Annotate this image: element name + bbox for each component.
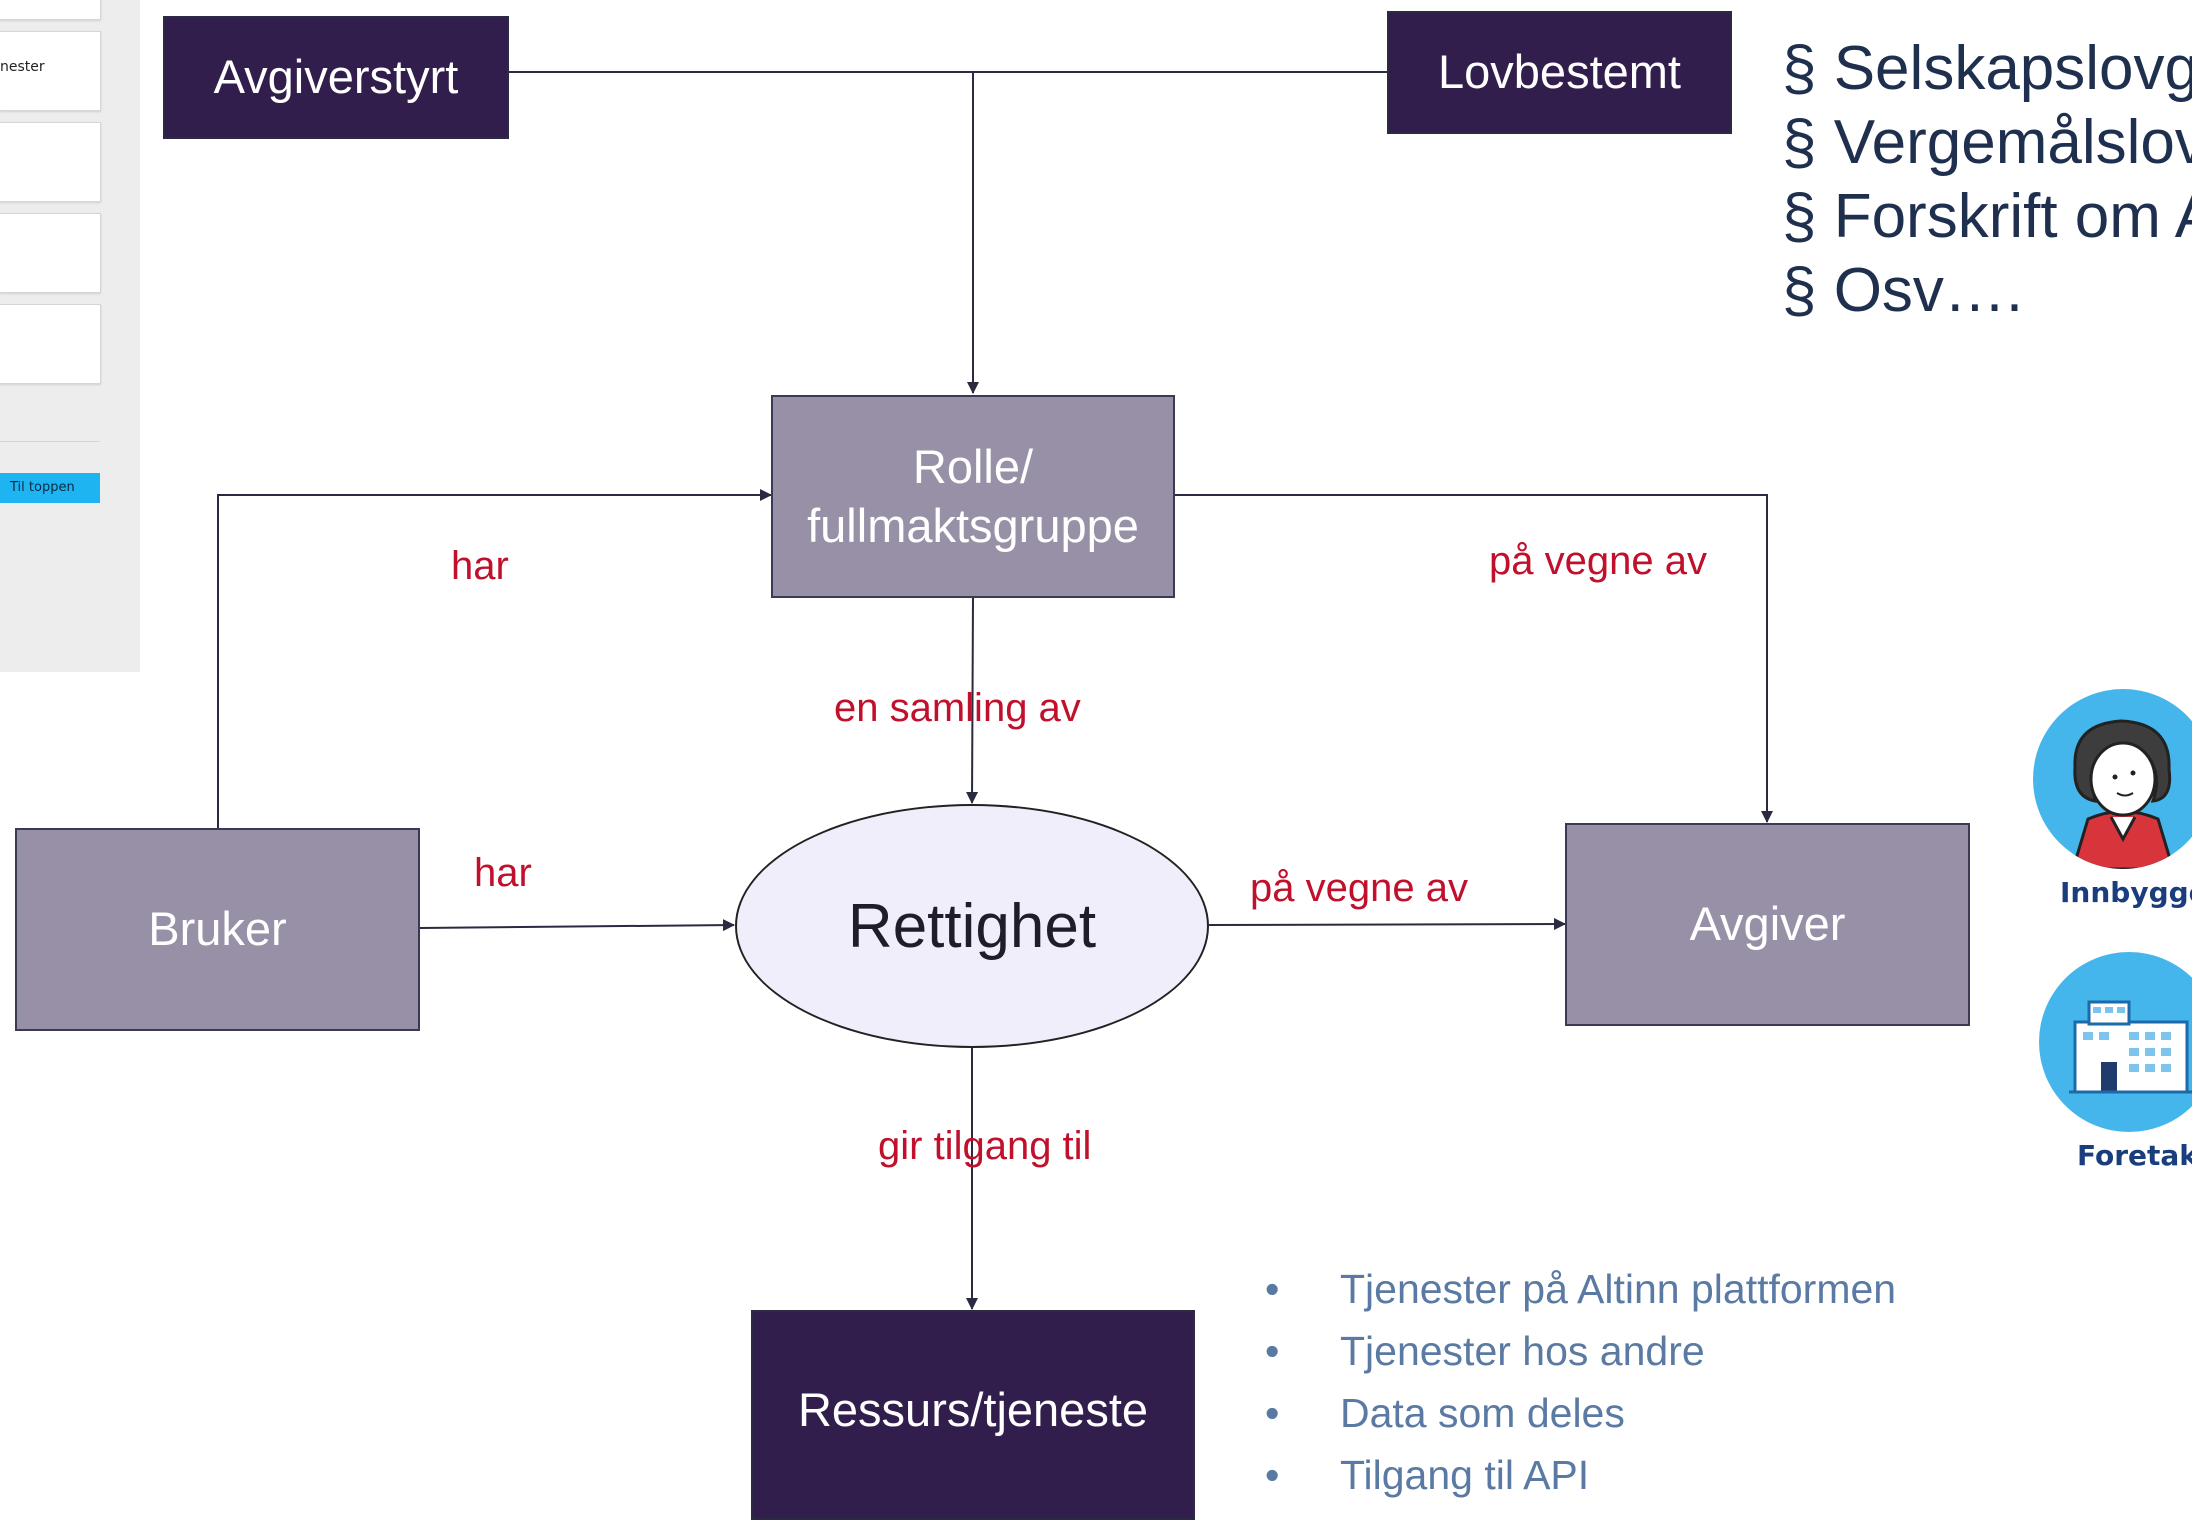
law-item: § Vergemålslov	[1782, 108, 2192, 177]
edge-label-rolle-avgiver: på vegne av	[1489, 539, 1707, 583]
sidebar-divider	[0, 441, 100, 442]
company-building-icon	[2039, 952, 2192, 1132]
citizen-label: Innbygge	[2060, 876, 2192, 909]
edge-label-rolle-rettighet: en samling av	[834, 686, 1081, 730]
avgiver-box: Avgiver	[1565, 823, 1970, 1026]
connector-bruker-rolle	[217, 489, 772, 828]
avgiver-label: Avgiver	[1689, 897, 1846, 951]
lovbestemt-box: Lovbestemt	[1387, 11, 1732, 134]
law-item: § Selskapslovg	[1782, 34, 2192, 103]
sidebar-card[interactable]	[0, 304, 101, 384]
law-list: § Selskapslovg § Vergemålslov § Forskrif…	[1782, 32, 2192, 328]
citizen-avatar-icon	[2033, 689, 2192, 869]
sidebar-panel: nester Til toppen	[0, 0, 140, 672]
sidebar-card[interactable]	[0, 0, 101, 20]
resource-list: Tjenester på Altinn plattformen Tjeneste…	[1265, 1258, 1896, 1506]
sidebar-card-label: nester	[0, 59, 45, 75]
rettighet-label: Rettighet	[847, 891, 1097, 961]
avgiverstyrt-label: Avgiverstyrt	[213, 50, 459, 104]
company-label: Foretak	[2077, 1139, 2192, 1172]
connector-rolle-avgiver	[1175, 494, 1773, 823]
edge-label-rettighet-ressurs: gir tilgang til	[878, 1124, 1092, 1168]
rolle-label: Rolle/ fullmaktsgruppe	[807, 439, 1139, 552]
law-item: § Osv….	[1782, 256, 2024, 325]
sidebar-card[interactable]	[0, 213, 101, 293]
ressurs-box: Ressurs/tjeneste	[751, 1310, 1195, 1520]
resource-item: Data som deles	[1265, 1382, 1896, 1444]
connector-rolle-rettighet	[966, 596, 979, 804]
to-top-button[interactable]: Til toppen	[0, 473, 100, 503]
resource-item: Tjenester hos andre	[1265, 1320, 1896, 1382]
bruker-label: Bruker	[148, 902, 287, 956]
lovbestemt-label: Lovbestemt	[1438, 45, 1681, 99]
law-item: § Forskrift om A	[1782, 182, 2192, 251]
rolle-box: Rolle/ fullmaktsgruppe	[771, 395, 1175, 598]
rettighet-ellipse: Rettighet	[735, 804, 1209, 1048]
bruker-box: Bruker	[15, 828, 420, 1031]
edge-label-bruker-rettighet: har	[474, 851, 532, 895]
edge-label-rettighet-avgiver: på vegne av	[1250, 866, 1468, 910]
resource-item: Tjenester på Altinn plattformen	[1265, 1258, 1896, 1320]
avgiverstyrt-box: Avgiverstyrt	[163, 16, 509, 139]
edge-label-bruker-rolle: har	[451, 544, 509, 588]
sidebar-card[interactable]	[0, 122, 101, 202]
sidebar-card[interactable]: nester	[0, 31, 101, 111]
ressurs-label: Ressurs/tjeneste	[797, 1382, 1149, 1436]
connector-bruker-rettighet	[419, 919, 735, 932]
connector-rettighet-avgiver	[1208, 918, 1566, 931]
resource-item: Tilgang til API	[1265, 1444, 1896, 1506]
